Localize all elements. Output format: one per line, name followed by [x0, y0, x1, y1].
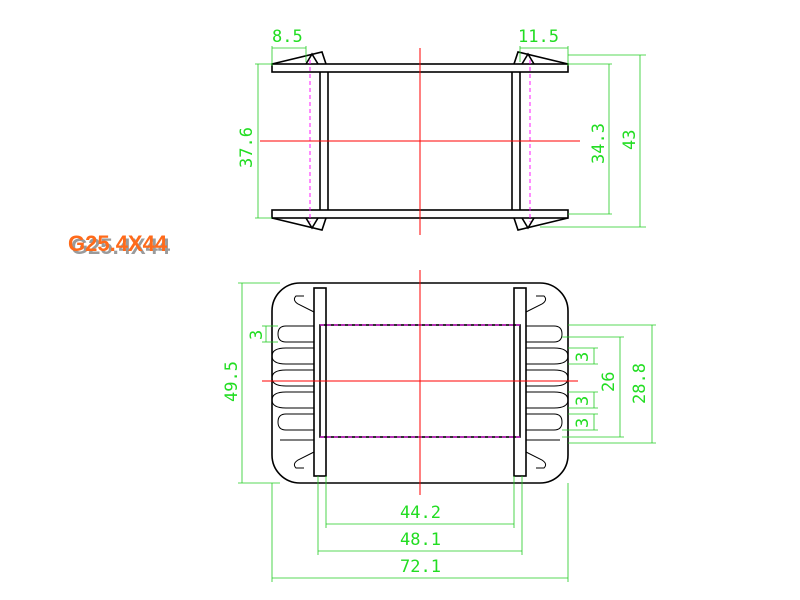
dim-overall-height: 49.5: [222, 361, 242, 402]
dim-pitch-right-c: 3: [573, 418, 593, 428]
dim-pitch-right-a: 3: [573, 352, 593, 362]
left-core-post: [313, 287, 327, 477]
dim-span-28-8: 28.8: [630, 363, 650, 404]
pin-tab-top-left: [271, 51, 327, 65]
left-slot: [271, 347, 314, 365]
top-view: 8.5 11.5 37.6 34.3 43: [237, 27, 646, 235]
right-slot-top: [525, 295, 547, 313]
pin-tab-top-left-inner: [305, 52, 319, 65]
part-title-text: G25.4X44: [68, 231, 168, 256]
dim-pitch-right-b: 3: [573, 396, 593, 406]
right-slot: [526, 325, 563, 343]
pin-tab-bottom-right-inner: [521, 217, 535, 230]
dim-span-26: 26: [599, 372, 619, 392]
part-title-shadow: G25.4X44: [71, 234, 171, 259]
dim-flange-right: 11.5: [518, 27, 559, 47]
right-slot: [526, 391, 569, 409]
left-slot-bottom: [293, 451, 315, 469]
pin-tab-top-right: [513, 51, 569, 65]
left-slot: [277, 325, 314, 343]
left-slot: [271, 391, 314, 409]
right-slot: [526, 347, 569, 365]
dim-flange-left: 8.5: [272, 27, 303, 47]
pin-tab-bottom-left: [271, 217, 327, 231]
right-slot: [526, 413, 563, 431]
left-slot: [271, 369, 314, 387]
right-core-post: [513, 287, 527, 477]
dim-pitch-top: 3: [247, 330, 267, 340]
bottom-view: 49.5 3 3 3 3 26 28.8 44.2: [222, 270, 656, 582]
dim-height-left: 37.6: [237, 127, 257, 168]
dim-width-44-2: 44.2: [400, 503, 441, 523]
dim-width-72-1: 72.1: [400, 557, 441, 577]
pin-tab-bottom-right: [513, 217, 569, 231]
right-slot-bottom: [525, 451, 547, 469]
dim-width-48-1: 48.1: [400, 530, 441, 550]
pin-tab-top-right-inner: [521, 52, 535, 65]
right-slot: [526, 369, 569, 387]
part-title: G25.4X44 G25.4X44: [68, 231, 171, 259]
dim-outer-height: 43: [620, 130, 640, 150]
left-slot: [277, 413, 314, 431]
dim-inner-height: 34.3: [589, 123, 609, 164]
left-slot-top: [293, 295, 315, 313]
pin-tab-bottom-left-inner: [305, 217, 319, 230]
